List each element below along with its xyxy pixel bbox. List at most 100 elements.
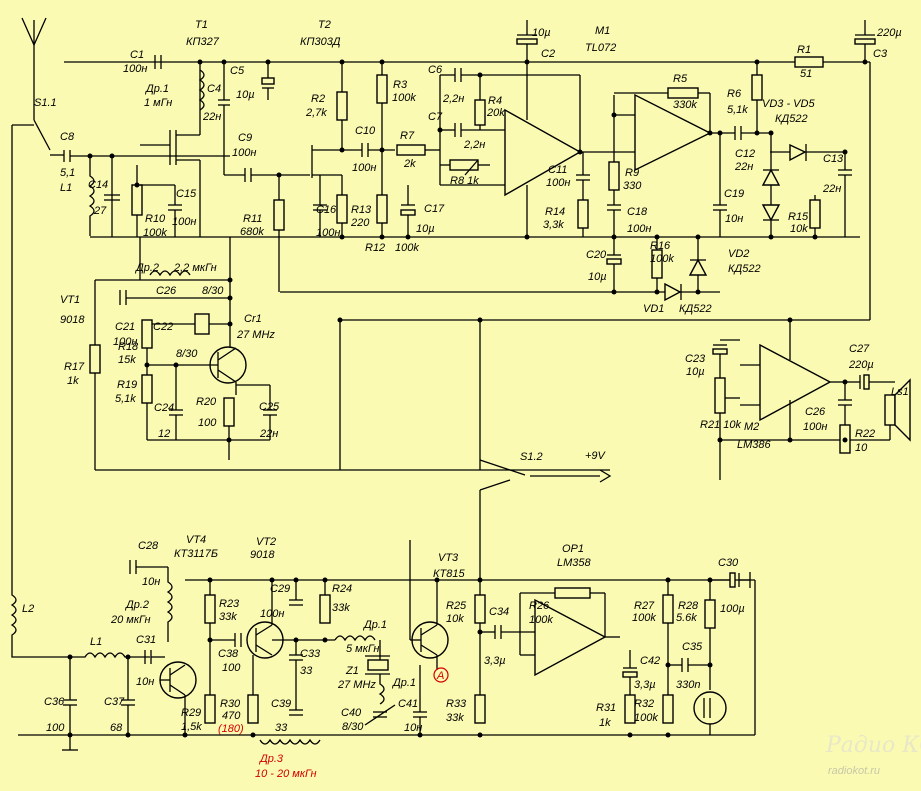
- label-c3: C3: [873, 48, 888, 60]
- label-dr1tx: Др.1: [362, 619, 387, 631]
- capacitor-c17: [400, 185, 416, 237]
- label-c7: C7: [428, 111, 443, 123]
- resistor-r15: [809, 199, 821, 229]
- label-c39-val: 33: [275, 722, 288, 734]
- label-r27-val: 100k: [632, 612, 656, 624]
- resistor-r4: [474, 99, 486, 126]
- label-c1-val: 100н: [123, 63, 147, 75]
- label-c2: C2: [541, 48, 555, 60]
- resistor-r24: [319, 594, 331, 624]
- label-c40: C40: [341, 707, 362, 719]
- label-c4-val: 22н: [202, 111, 221, 123]
- label-c36-val: 100: [46, 722, 65, 734]
- label-c28-val: 10н: [142, 576, 160, 588]
- label-vt2: VT2: [256, 536, 276, 548]
- capacitor-c27: [845, 374, 895, 390]
- capacitor-c41: [413, 665, 427, 735]
- label-ls1: Ls1: [891, 386, 909, 398]
- label-dr1tx2: Др.1: [391, 677, 416, 689]
- label-r28: R28: [678, 600, 699, 612]
- label-c18: C18: [627, 206, 648, 218]
- label-r13: R13: [351, 204, 372, 216]
- antenna-icon: [21, 17, 47, 120]
- capacitor-c19: [713, 133, 727, 237]
- label-c10: C10: [355, 125, 376, 137]
- label-r30-val: 470: [222, 710, 241, 722]
- label-r18: R18: [118, 341, 139, 353]
- label-r20-val: 100: [198, 417, 217, 429]
- label-c23-val: 10µ: [686, 366, 705, 378]
- capacitor-c3: [854, 20, 876, 62]
- label-c31: C31: [136, 634, 156, 646]
- transistor-vt2-tx: [246, 580, 284, 695]
- crystal-oscillator: [95, 237, 247, 395]
- label-r6: R6: [727, 88, 742, 100]
- label-m2: M2: [744, 421, 759, 433]
- transistor-t1: [140, 62, 201, 237]
- resistor-r2: [336, 91, 348, 121]
- label-c38-val: 100: [222, 662, 241, 674]
- label-cr1-val: 27 MHz: [236, 329, 275, 341]
- choke-dr1-top: [198, 69, 205, 111]
- resistor-r14: [577, 199, 589, 229]
- label-t1-type: КП327: [186, 36, 220, 48]
- label-point-a: A: [436, 670, 444, 682]
- label-c8: C8: [60, 131, 75, 143]
- label-r8: R8 1k: [450, 175, 479, 187]
- inductor-l1-tx: [70, 652, 150, 659]
- label-c41: C41: [398, 698, 418, 710]
- label-vt3: VT3: [438, 552, 459, 564]
- diode-vd5: [761, 185, 781, 237]
- label-c34-val: 3,3µ: [484, 655, 506, 667]
- label-c3-val: 220µ: [876, 27, 902, 39]
- label-r15: R15: [788, 211, 809, 223]
- label-l2: L2: [22, 603, 34, 615]
- label-c27-val: 220µ: [848, 359, 874, 371]
- resistor-r5: [667, 87, 699, 99]
- label-c11-val: 100н: [546, 177, 570, 189]
- label-c23: C23: [685, 353, 706, 365]
- label-vt2-type: 9018: [250, 549, 275, 561]
- label-r32-val: 100k: [634, 712, 658, 724]
- label-r3-val: 100k: [392, 92, 416, 104]
- label-c31-val: 10н: [136, 676, 154, 688]
- label-r22: R22: [855, 428, 875, 440]
- label-c35: C35: [682, 641, 703, 653]
- resistor-r31: [624, 694, 636, 724]
- label-t2: T2: [318, 19, 331, 31]
- label-r16: R16: [650, 240, 671, 252]
- label-c21-val: 100н: [113, 336, 137, 348]
- resistor-r20: [223, 397, 235, 427]
- label-c12-val: 22н: [734, 161, 753, 173]
- label-m1-type: TL072: [585, 42, 616, 54]
- choke-dr2-tx: [166, 567, 173, 642]
- label-z1: Z1: [345, 665, 359, 677]
- capacitor-c38: [210, 633, 242, 647]
- resistor-r12: [376, 194, 388, 224]
- label-dr3: Др.3: [258, 753, 284, 765]
- label-r26: R26: [529, 600, 550, 612]
- label-c13: C13: [823, 153, 844, 165]
- label-r20: R20: [196, 396, 217, 408]
- label-r1-val: 51: [800, 68, 812, 80]
- label-vd1: VD1: [643, 303, 664, 315]
- label-c19: C19: [724, 188, 744, 200]
- capacitor-c23: [712, 344, 728, 378]
- label-dr1: Др.1: [144, 83, 169, 95]
- label-r29-val: 1,5k: [181, 721, 202, 733]
- label-r24-val: 33k: [332, 602, 350, 614]
- label-r22-val: 10: [855, 442, 868, 454]
- label-c22: C22: [153, 321, 173, 333]
- transistor-vt3: [409, 540, 449, 670]
- label-r4-val: 20k: [486, 107, 505, 119]
- junction-dots: [67, 59, 868, 738]
- label-r1: R1: [797, 44, 811, 56]
- label-r13-val: 220: [350, 217, 370, 229]
- label-r21: R21 10k: [700, 419, 741, 431]
- label-c26-osc: C26: [156, 285, 177, 297]
- opamp-lm386: [339, 319, 880, 480]
- label-vd2: VD2: [728, 248, 749, 260]
- choke-dr3: [259, 738, 321, 745]
- label-r9: R9: [625, 167, 639, 179]
